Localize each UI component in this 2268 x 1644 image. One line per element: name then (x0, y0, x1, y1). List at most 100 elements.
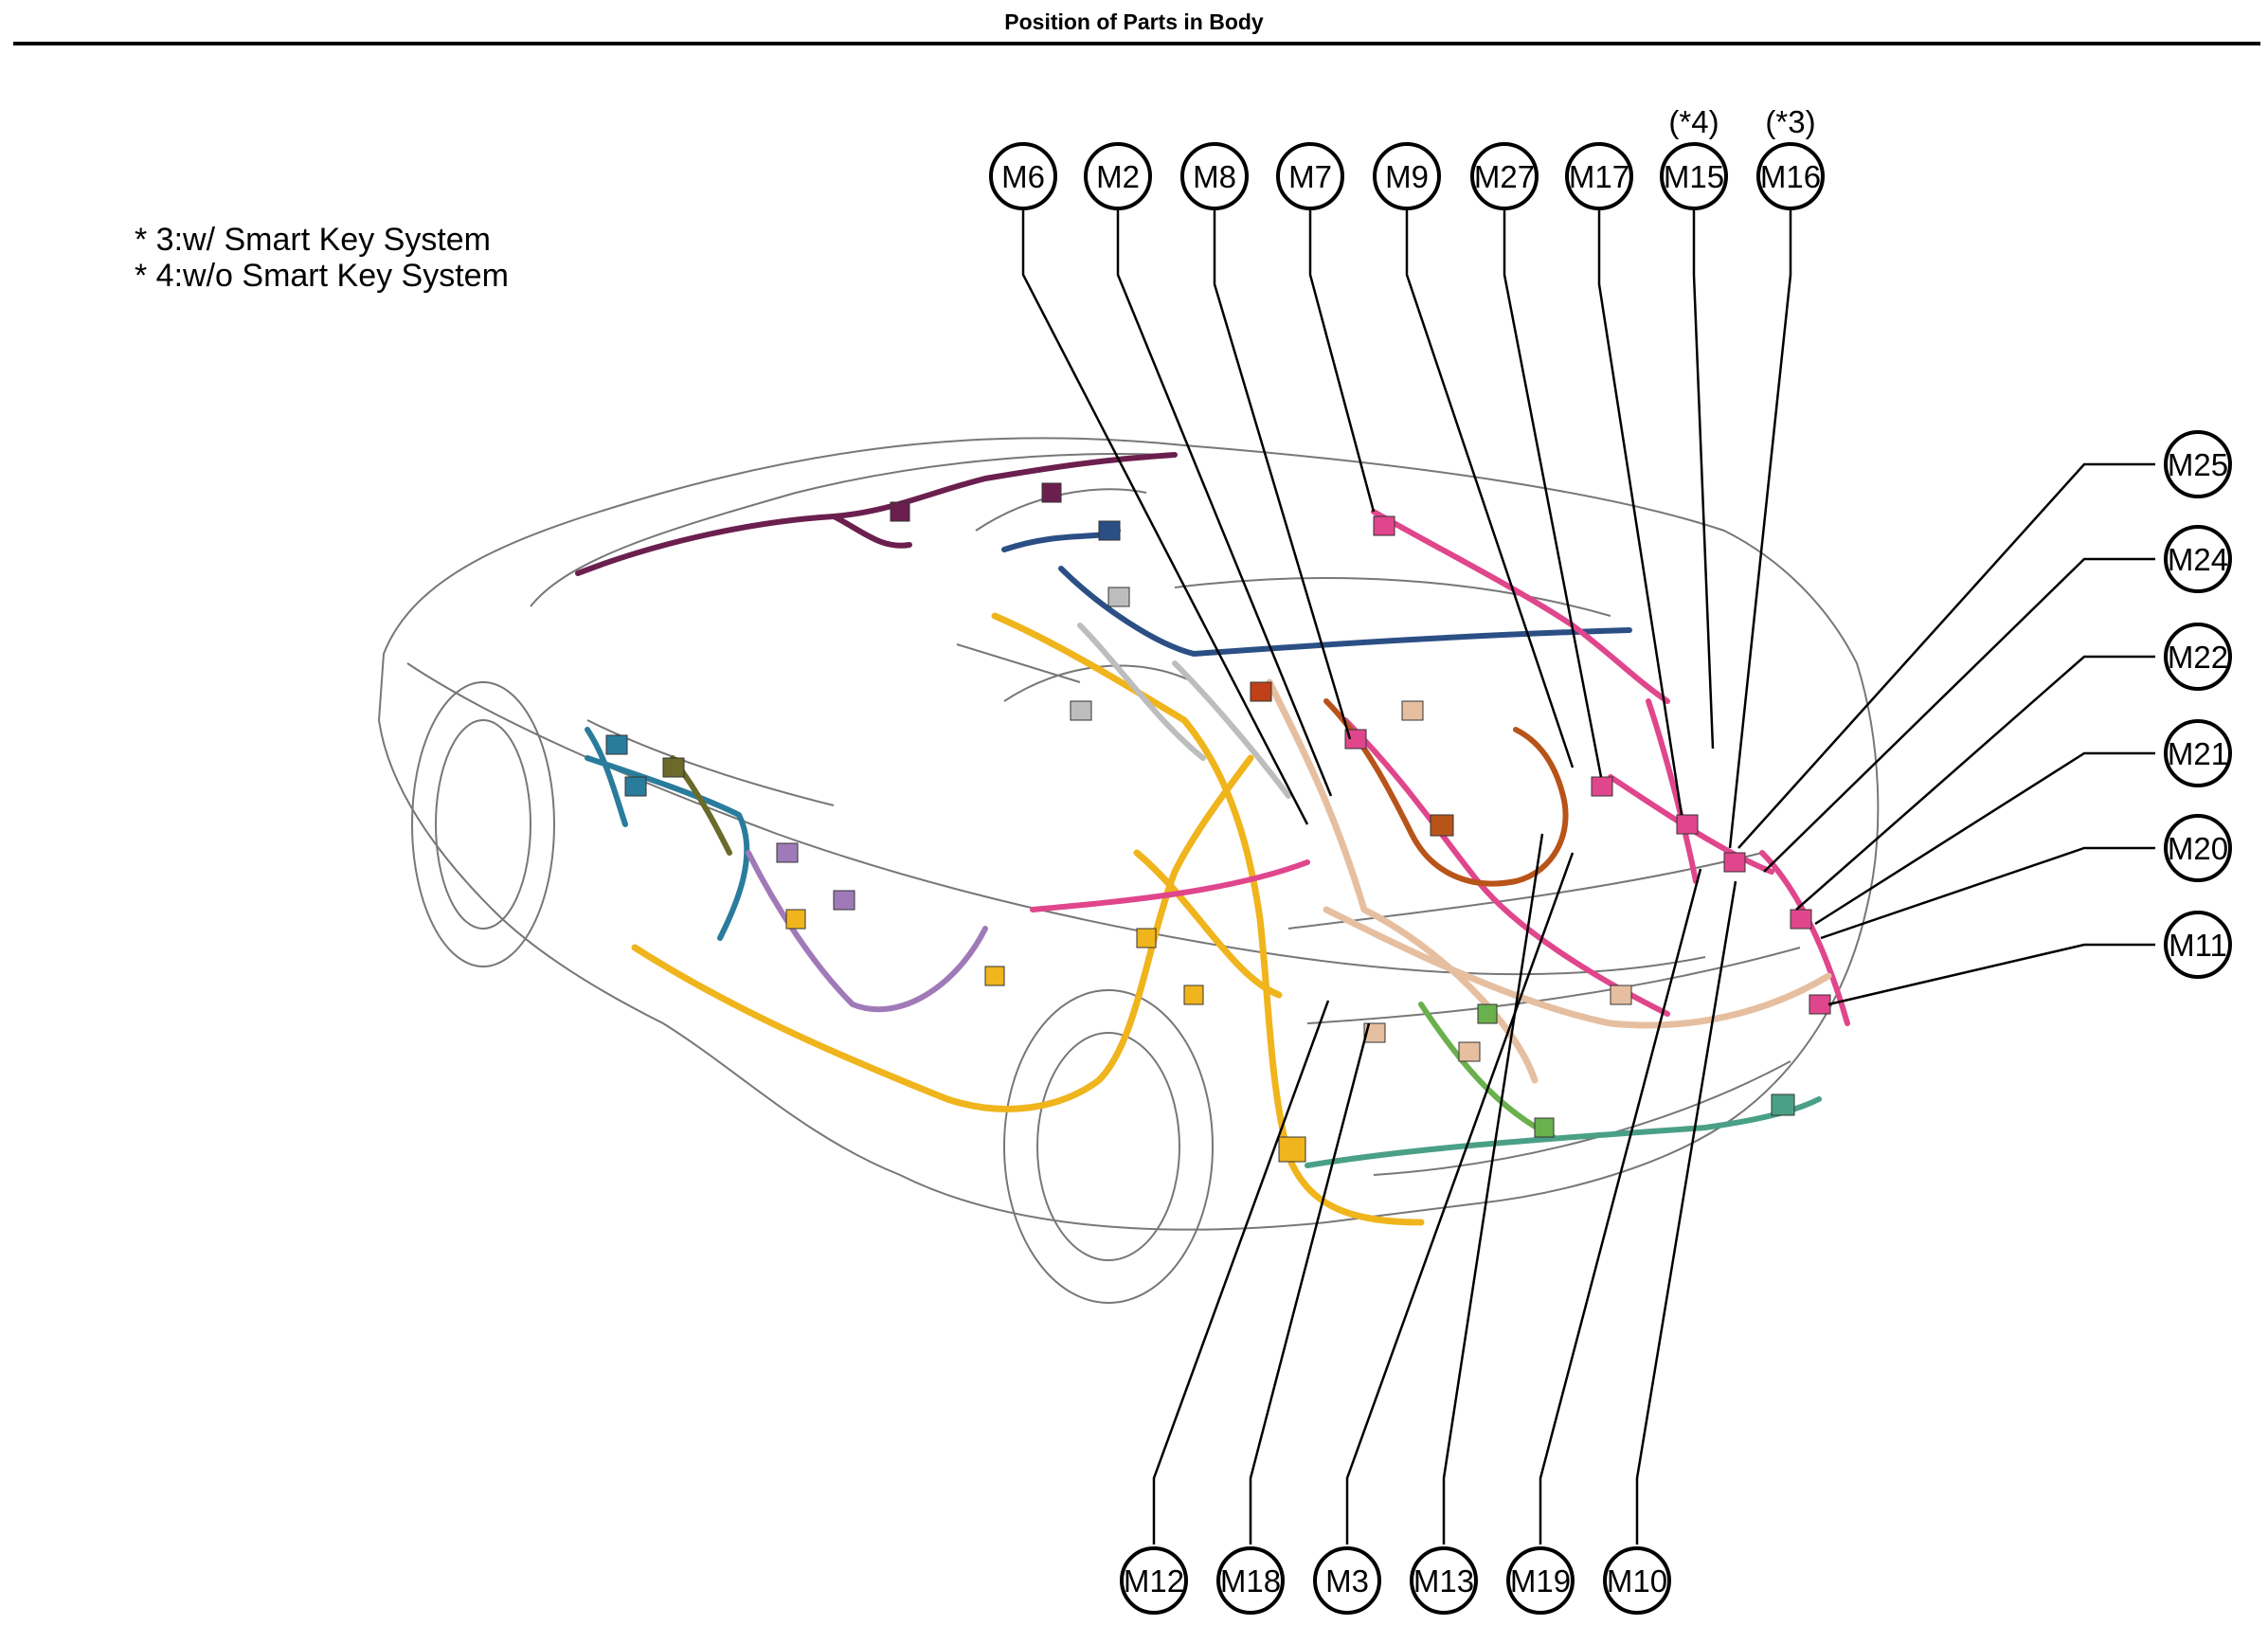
connector-block (605, 734, 628, 755)
connector-block (776, 842, 799, 863)
leader-line-m11 (1827, 943, 2155, 1006)
callout-m7: M7 (1276, 142, 1344, 210)
callout-label: M25 (2168, 447, 2228, 482)
callout-m18: M18 (1216, 1546, 1285, 1615)
callout-m3: M3 (1313, 1546, 1381, 1615)
leader-line-m2 (1116, 208, 1333, 797)
connector-block (1790, 909, 1812, 930)
leader-line-m10 (1635, 880, 1737, 1545)
connector-block (662, 757, 685, 778)
connector-callouts: M6 M2 M8 M7 M9 M27 M17 M15(*4) M16(*3) M… (989, 104, 2232, 1615)
callout-label: M15 (1664, 159, 1724, 194)
callout-label: M6 (1001, 159, 1045, 194)
leader-lines (1021, 208, 2155, 1545)
gray-harness (1077, 623, 1291, 799)
leader-line-m19 (1539, 868, 1702, 1545)
callout-m15: M15(*4) (1660, 104, 1728, 210)
callout-label: M17 (1569, 159, 1629, 194)
callout-label: M12 (1124, 1563, 1184, 1599)
front-purple-harness (746, 850, 988, 1013)
callout-label: M10 (1607, 1563, 1667, 1599)
connector-block (1591, 776, 1613, 797)
callout-label: M19 (1510, 1563, 1571, 1599)
callout-label: M27 (1474, 159, 1535, 194)
leader-line-m24 (1763, 557, 2155, 873)
sea-green-harness (1305, 1096, 1822, 1168)
wire-harnesses (575, 452, 1850, 1226)
connector-block (785, 909, 806, 930)
roof-harness (575, 452, 1178, 576)
callout-label: M20 (2168, 831, 2228, 866)
leader-line-m18 (1249, 1022, 1371, 1545)
connector-block (1373, 515, 1395, 536)
callout-m25: M25 (2164, 430, 2232, 498)
connector-block (1723, 852, 1746, 873)
green-harness (1418, 1002, 1557, 1140)
leader-line-m6 (1021, 208, 1309, 825)
callout-m8: M8 (1180, 142, 1249, 210)
rear-navy-harness (1001, 528, 1632, 657)
connector-block (1809, 994, 1831, 1015)
connector-block (1070, 700, 1092, 721)
callout-m11: M11 (2164, 911, 2232, 979)
connector-block (1477, 1003, 1498, 1024)
callout-label: M18 (1220, 1563, 1281, 1599)
callout-m24: M24 (2164, 525, 2232, 593)
callout-m27: M27 (1470, 142, 1539, 210)
legend-note-no-smart-key: * 4:w/o Smart Key System (135, 258, 509, 294)
leader-line-m25 (1737, 462, 2155, 849)
leader-line-m16 (1728, 208, 1792, 849)
callout-label: M8 (1193, 159, 1236, 194)
leader-line-m17 (1597, 208, 1683, 816)
callout-label: M7 (1288, 159, 1332, 194)
connector-block (1136, 928, 1157, 948)
callout-m22: M22 (2164, 623, 2232, 691)
harness-connectors (605, 482, 1831, 1163)
leader-line-m22 (1795, 655, 2155, 911)
callout-m6: M6 (989, 142, 1057, 210)
callout-m12: M12 (1120, 1546, 1188, 1615)
rear-brown-harness (1323, 698, 1569, 887)
callout-label: M9 (1385, 159, 1429, 194)
title-rule (13, 42, 2260, 45)
connector-block (1401, 700, 1424, 721)
connector-block (1278, 1136, 1306, 1163)
callout-m20: M20 (2164, 814, 2232, 882)
callout-m2: M2 (1084, 142, 1152, 210)
connector-block (1250, 681, 1272, 702)
callout-m19: M19 (1506, 1546, 1575, 1615)
connector-block (1610, 985, 1632, 1005)
callout-label: M16 (1760, 159, 1821, 194)
connector-block (1771, 1093, 1795, 1116)
connector-block (1041, 482, 1062, 503)
rear-tan-harness (1266, 678, 1832, 1084)
callout-m17: M17 (1565, 142, 1633, 210)
connector-block (624, 776, 647, 797)
connector-block (1430, 814, 1454, 837)
connector-block (1098, 520, 1121, 541)
leader-line-m9 (1405, 208, 1575, 768)
leader-line-m20 (1820, 846, 2155, 940)
leader-line-m8 (1213, 208, 1352, 740)
leader-line-m13 (1442, 833, 1544, 1545)
leader-line-m12 (1152, 1000, 1330, 1545)
callout-m10: M10 (1603, 1546, 1671, 1615)
callout-label: M21 (2168, 736, 2228, 771)
connector-block (1107, 587, 1130, 607)
callout-m13: M13 (1410, 1546, 1478, 1615)
callout-m21: M21 (2164, 719, 2232, 787)
callout-label: M2 (1096, 159, 1140, 194)
connector-block (1344, 729, 1367, 750)
floor-yellow-harness (631, 612, 1425, 1226)
leader-line-m27 (1503, 208, 1603, 778)
connector-block (984, 966, 1005, 986)
front-teal-harness (585, 727, 750, 941)
page-title: Position of Parts in Body (1004, 9, 1264, 34)
leader-line-m21 (1814, 751, 2155, 926)
callout-m16: M16(*3) (1756, 104, 1825, 210)
leader-line-m7 (1308, 208, 1376, 513)
connector-block (1534, 1117, 1555, 1138)
callout-label: M22 (2168, 640, 2228, 675)
connector-block (1676, 814, 1699, 835)
